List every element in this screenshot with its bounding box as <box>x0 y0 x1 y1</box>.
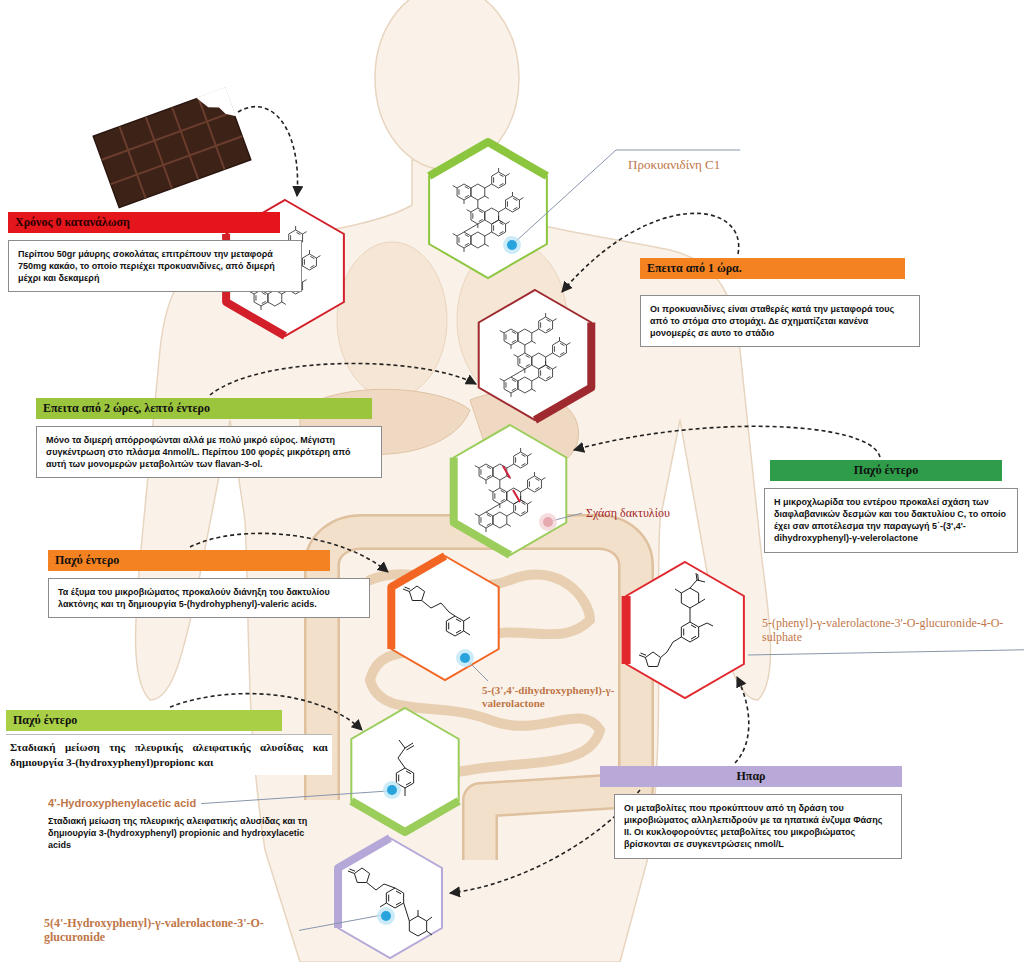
stage-box: Ηπαρ Οι μεταβολίτες που προκύπτουν από τη… <box>600 766 902 859</box>
structure-formula <box>348 868 432 936</box>
leader-line <box>514 150 740 243</box>
stage-heading: Επειτα από 2 ώρες, λεπτό έντερο <box>36 398 372 419</box>
stage-heading: Επειτα από 1 ώρα. <box>640 258 905 279</box>
stage-description: Περίπου 50gr μάυρης σοκολάτας επιτρέπουν… <box>8 240 302 292</box>
molecule-hexagon <box>351 708 458 832</box>
stage-box: Επειτα από 1 ώρα. Οι προκυανιδίνες είναι … <box>640 258 920 347</box>
lung <box>337 242 447 398</box>
leader-line <box>201 791 388 804</box>
molecule-hexagon <box>429 142 547 278</box>
structure-formula <box>639 573 713 667</box>
dashed-arrow <box>574 426 880 457</box>
molecule-hexagon <box>338 838 442 958</box>
stage-description: Τα έξυμα του μικροβιώματος προκαλούν διά… <box>48 578 370 618</box>
stage-description: Οι μεταβολίτες που προκύπτουν από τη δρά… <box>614 794 902 859</box>
fission-mark <box>503 466 520 502</box>
note-text: Σταδιακή μείωση της πλευρικής αλειφατική… <box>48 815 328 851</box>
dashed-arrow <box>210 363 476 395</box>
stage-heading: Ηπαρ <box>600 766 902 787</box>
compound-label: 5-(phenyl)-γ-valerolactone-3'-O-glucuron… <box>762 616 1018 645</box>
molecule-hexagon <box>626 562 744 698</box>
compound-label: 5-(3',4'-dihydroxyphenyl)-γ-valerolacton… <box>482 684 652 710</box>
dashed-arrow <box>562 213 739 292</box>
dashed-arrow <box>735 677 749 763</box>
marker-dot <box>383 781 401 799</box>
stage-box: Παχύ έντερο Η μικροχλωρίδα του εντέρου πρ… <box>764 460 1018 553</box>
stage-description: Σταδιακή μείωση της πλευρικής αλειφατική… <box>6 734 332 775</box>
dashed-arrow <box>238 107 298 196</box>
stage-description: Μόνο τα διμερή απόρροφώνται αλλά με πολύ… <box>36 426 382 478</box>
marker-dot <box>377 907 395 925</box>
compound-label: Προκυανιδίνη C1 <box>628 157 720 173</box>
compound-label: 4'-Hydroxyphenylacetic acid <box>48 797 196 810</box>
dashed-arrow <box>450 790 640 893</box>
stage-box: Παχύ έντερο Τα έξυμα του μικροβιώματος πρ… <box>48 550 370 618</box>
stage-heading: Παχύ έντερο <box>770 460 1002 481</box>
leader-line <box>299 915 382 930</box>
stage-heading: Χρόνος 0 κατανάλωση <box>8 212 280 233</box>
stage-heading: Παχύ έντερο <box>6 710 282 731</box>
leader-line <box>748 650 1024 655</box>
molecule-hexagon <box>479 290 592 420</box>
stage-box: Επειτα από 2 ώρες, λεπτό έντεροΜόνο τα δ… <box>36 398 382 478</box>
compound-label: 5(4'-Hydroxyphenyl)-γ-valerolactone-3'-O… <box>44 916 294 945</box>
chocolate-bar <box>93 87 252 208</box>
stage-box: Παχύ έντεροΣταδιακή μείωση της πλευρικής… <box>6 710 332 775</box>
marker-dot <box>539 513 557 531</box>
marker-dot <box>456 649 474 667</box>
molecule-hexagon <box>391 556 498 680</box>
molecule-hexagon <box>454 425 567 555</box>
stage-description: Η μικροχλωρίδα του εντέρου προκαλεί σχάσ… <box>764 488 1018 553</box>
stage-description: Οι προκυανιδίνες είναι σταθερές κατά την… <box>640 295 920 347</box>
structure-formula <box>500 313 571 397</box>
stage-heading: Παχύ έντερο <box>48 550 330 571</box>
structure-formula <box>475 448 546 532</box>
marker-dot <box>503 236 521 254</box>
process-label: Σχάση δακτυλίου <box>586 506 670 520</box>
stage-box: Χρόνος 0 κατανάλωσηΠερίπου 50gr μάυρης σ… <box>8 212 302 292</box>
structure-formula <box>403 586 470 636</box>
